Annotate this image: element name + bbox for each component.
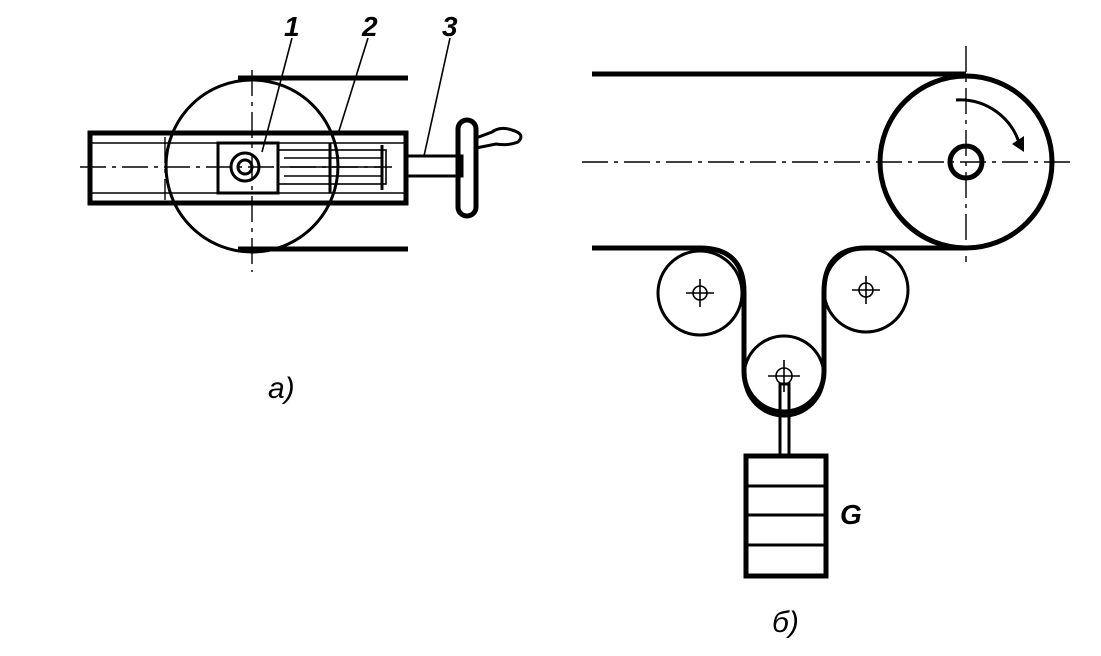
- tension-pulley: [742, 334, 826, 418]
- weight-label: G: [840, 499, 862, 530]
- callout-leader-1: [261, 37, 293, 153]
- callout-3: 3: [442, 11, 458, 42]
- slider-block: [216, 141, 280, 195]
- figure-b-weight-tensioner: G б): [582, 46, 1076, 639]
- caption-a: а): [268, 372, 295, 405]
- hanger-rod: [778, 382, 791, 458]
- idler-pulley-right: [822, 246, 910, 334]
- handwheel: [455, 117, 479, 219]
- figure-a-screw-tensioner: 1 2 3 а): [80, 11, 523, 405]
- idler-pulley-left: [656, 249, 744, 337]
- callout-2: 2: [361, 11, 378, 42]
- handwheel-handle: [474, 126, 523, 150]
- belt-b: [592, 71, 966, 415]
- callout-1: 1: [284, 11, 300, 42]
- callout-leader-3: [423, 37, 451, 157]
- caption-b: б): [772, 606, 799, 639]
- callout-leader-2: [337, 37, 369, 135]
- screw-shaft: [404, 154, 464, 178]
- rotation-arrowhead: [1012, 136, 1024, 152]
